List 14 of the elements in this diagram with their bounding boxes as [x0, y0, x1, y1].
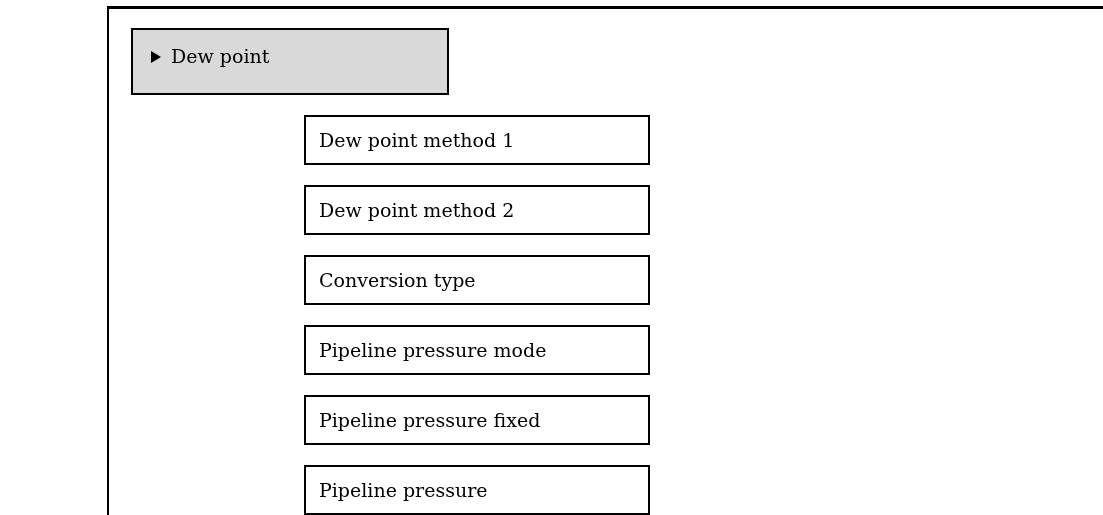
parameter-box	[304, 325, 650, 375]
parameter-box	[304, 255, 650, 305]
node-label: Pipeline pressure mode	[319, 338, 547, 362]
parameter-box	[304, 115, 650, 165]
menu-box	[131, 28, 449, 95]
parameter-box	[304, 395, 650, 445]
node-label: Dew point method 1	[319, 128, 515, 152]
node-label: Dew point	[171, 44, 270, 68]
parameter-box	[304, 465, 650, 515]
node-label: Pipeline pressure	[319, 478, 488, 502]
node-label: Pipeline pressure fixed	[319, 408, 541, 432]
parameter-box	[304, 185, 650, 235]
node-label: Dew point method 2	[319, 198, 515, 222]
node-label: Conversion type	[319, 268, 476, 292]
